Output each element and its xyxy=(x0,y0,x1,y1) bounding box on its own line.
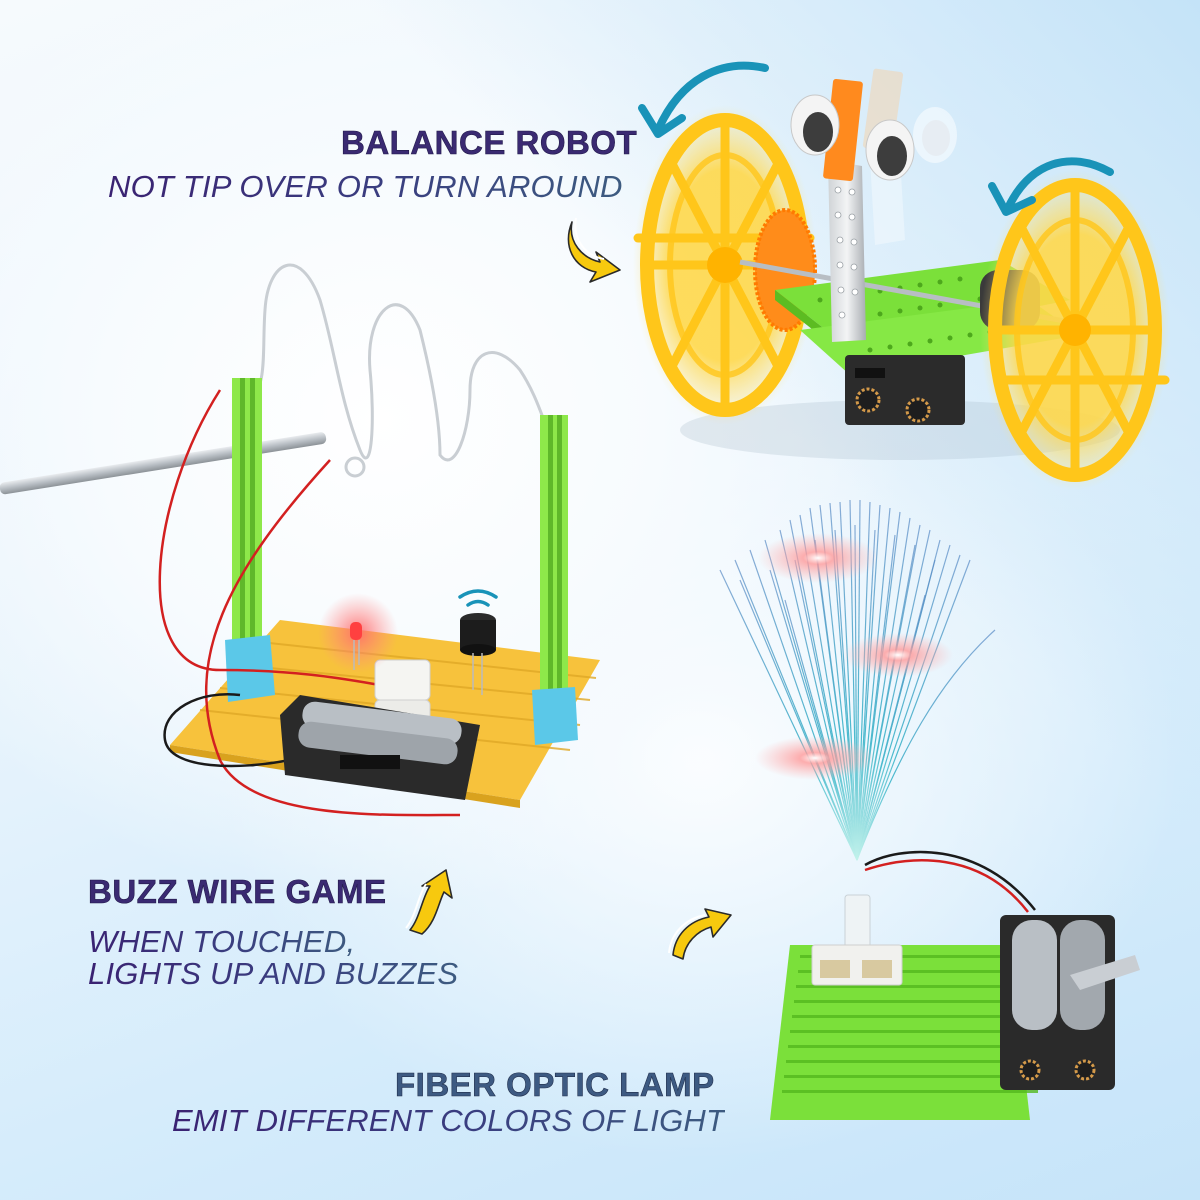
buzz-wire-game-subtitle-line-1: WHEN TOUCHED, xyxy=(88,924,356,959)
sparkle xyxy=(758,533,878,583)
sparkle xyxy=(843,633,953,677)
googly-eyes xyxy=(790,94,957,181)
balance-robot-subtitle: NOT TIP OVER OR TURN AROUND xyxy=(108,169,623,204)
right-wheel xyxy=(980,170,1170,490)
buzz-wire-game-title: BUZZ WIRE GAME xyxy=(88,873,387,911)
buzz-wire-game-subtitle-line-2: LIGHTS UP AND BUZZES xyxy=(88,956,459,991)
fiber-holder xyxy=(844,894,871,951)
curved-yellow-arrow-icon xyxy=(668,908,732,960)
sound-waves-icon xyxy=(458,589,498,607)
balance-robot-image xyxy=(633,61,1170,490)
battery-holder xyxy=(1000,915,1140,1090)
battery-holder xyxy=(280,695,480,800)
fiber-optic-lamp-image xyxy=(719,499,1140,1120)
fiber-strands xyxy=(719,499,996,861)
maze-wire xyxy=(247,263,557,462)
sparkle xyxy=(755,736,875,780)
balance-robot-title: BALANCE ROBOT xyxy=(341,124,638,162)
fiber-optic-lamp-subtitle: EMIT DIFFERENT COLORS OF LIGHT xyxy=(172,1103,726,1138)
curved-teal-arrow-icon xyxy=(638,61,1114,216)
buzz-wire-game-image xyxy=(0,263,600,817)
red-led xyxy=(350,622,362,640)
curved-yellow-arrow-icon xyxy=(567,217,621,283)
fiber-optic-lamp-title: FIBER OPTIC LAMP xyxy=(395,1066,715,1104)
right-pillar xyxy=(540,415,568,695)
left-pillar xyxy=(232,378,262,648)
curved-yellow-arrow-icon xyxy=(405,869,453,935)
